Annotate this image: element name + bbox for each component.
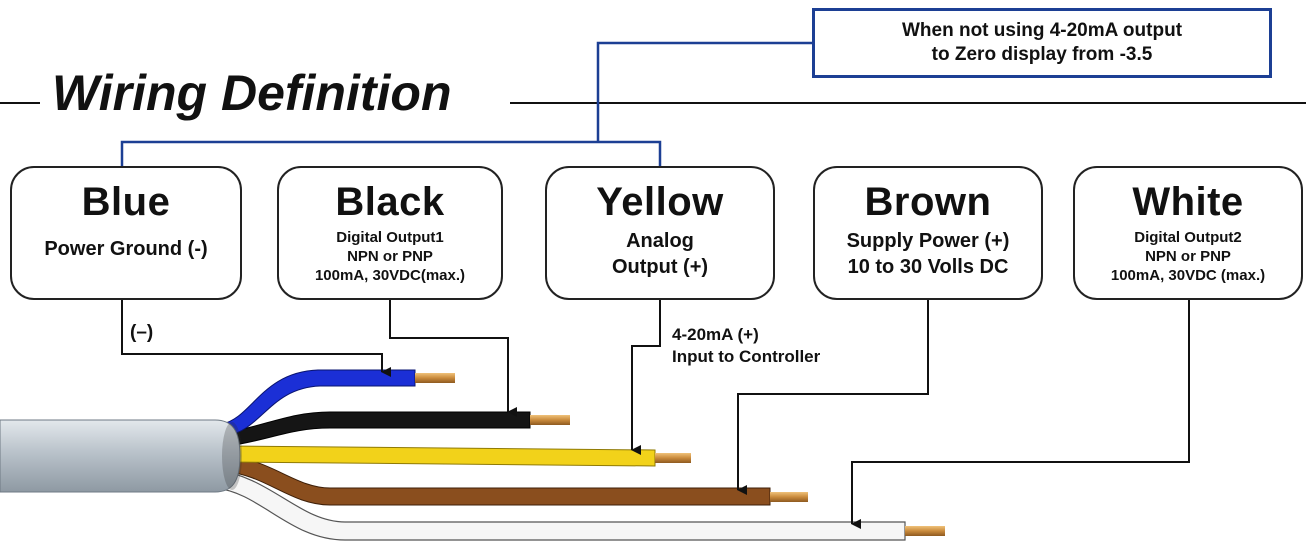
wire-name-black: Black bbox=[335, 180, 445, 224]
wire-box-blue: Blue Power Ground (-) bbox=[10, 166, 242, 300]
note-line-2: to Zero display from -3.5 bbox=[931, 44, 1153, 65]
wire-box-yellow: Yellow Analog Output (+) bbox=[545, 166, 775, 300]
yellow-output-label-2: Input to Controller bbox=[672, 347, 821, 366]
leader-brown bbox=[737, 300, 929, 495]
wire-box-brown: Brown Supply Power (+) 10 to 30 Volls DC bbox=[813, 166, 1043, 300]
wire-desc-yellow-1: Analog bbox=[626, 230, 694, 252]
wire-desc-white-2: NPN or PNP bbox=[1145, 248, 1231, 265]
leader-black bbox=[389, 300, 517, 417]
wire-name-blue: Blue bbox=[81, 180, 171, 224]
leader-blue bbox=[121, 300, 391, 377]
wire-box-black: Black Digital Output1 NPN or PNP 100mA, … bbox=[277, 166, 503, 300]
wire-name-yellow: Yellow bbox=[596, 180, 724, 224]
note-line-1: When not using 4-20mA output bbox=[901, 20, 1183, 41]
note-box: When not using 4-20mA output to Zero dis… bbox=[812, 8, 1272, 78]
wire-desc-black-2: NPN or PNP bbox=[347, 248, 433, 265]
leader-yellow bbox=[631, 300, 661, 455]
wire-desc-blue-1: Power Ground (-) bbox=[44, 238, 208, 260]
leader-lines bbox=[121, 300, 1190, 529]
wire-name-white: White bbox=[1132, 180, 1244, 224]
leader-white bbox=[851, 300, 1190, 529]
wire-desc-brown-2: 10 to 30 Volls DC bbox=[847, 256, 1009, 278]
wire-desc-brown-1: Supply Power (+) bbox=[846, 230, 1010, 252]
wire-name-brown: Brown bbox=[864, 180, 992, 224]
wire-desc-white-1: Digital Output2 bbox=[1134, 229, 1242, 246]
wire-box-white: White Digital Output2 NPN or PNP 100mA, … bbox=[1073, 166, 1303, 300]
diagram-title: Wiring Definition bbox=[52, 65, 452, 121]
note-connector bbox=[120, 41, 812, 176]
wire-desc-yellow-2: Output (+) bbox=[611, 256, 709, 278]
cable bbox=[0, 369, 945, 541]
blue-sign-label: (–) bbox=[130, 322, 154, 343]
wire-desc-black-1: Digital Output1 bbox=[336, 229, 444, 246]
yellow-output-label-1: 4-20mA (+) bbox=[672, 325, 759, 344]
wire-desc-black-3: 100mA, 30VDC(max.) bbox=[314, 267, 466, 284]
wire-desc-white-3: 100mA, 30VDC (max.) bbox=[1110, 267, 1266, 284]
